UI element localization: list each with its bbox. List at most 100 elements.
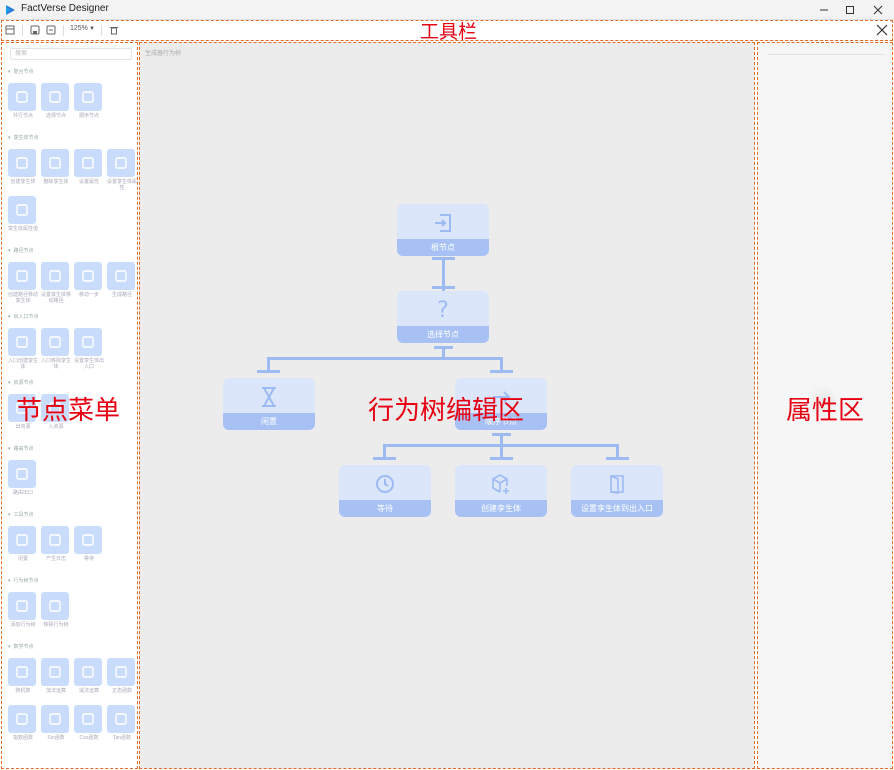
node-icon — [8, 394, 36, 422]
node-menu-item[interactable]: 入口创建孪生体 — [8, 328, 38, 370]
category-header[interactable]: ▾路径节点 — [8, 247, 34, 255]
node-icon — [41, 149, 69, 177]
chevron-down-icon: ▾ — [8, 247, 11, 254]
node-menu-item[interactable]: 指数函数 — [8, 705, 38, 741]
connector — [606, 457, 629, 460]
node-menu-item-label: 设置属性 — [78, 179, 99, 185]
node-menu-item[interactable]: 正态函数 — [107, 658, 137, 694]
node-menu-item[interactable]: Tan函数 — [107, 705, 137, 741]
node-menu-item[interactable]: 设置属性 — [74, 149, 104, 185]
node-menu-item[interactable]: 减法运算 — [74, 658, 104, 694]
tree-node-set-entry[interactable]: 设置孪生体到出入口 — [571, 465, 663, 517]
node-menu-item-label: 出资源 — [15, 424, 31, 430]
node-menu-item-label: 入口创建孪生体 — [8, 358, 39, 370]
node-menu-item-label: Tan函数 — [112, 735, 132, 741]
node-menu-item[interactable]: 移动一步 — [74, 262, 104, 298]
annotation-toolbar: 工具栏 — [420, 21, 478, 43]
connector — [267, 357, 503, 360]
node-icon — [74, 262, 102, 290]
annotation-node-menu: 节点菜单 — [16, 396, 121, 426]
layout-button[interactable] — [4, 24, 16, 36]
node-icon — [41, 83, 69, 111]
category-header[interactable]: ▾行为树节点 — [8, 577, 39, 585]
tree-node-create[interactable]: 创建孪生体 — [455, 465, 547, 517]
node-menu-item-label: 闲置 — [17, 556, 28, 562]
category-header[interactable]: ▾工具节点 — [8, 511, 34, 519]
category-label: 工具节点 — [13, 512, 34, 518]
tree-node-wait[interactable]: 等待 — [339, 465, 431, 517]
node-icon — [74, 328, 102, 356]
category-header[interactable]: ▾数学节点 — [8, 643, 34, 651]
node-icon — [8, 328, 36, 356]
node-menu-item[interactable]: 创建路径移动孪生体 — [8, 262, 38, 304]
node-menu-item[interactable]: 等待 — [74, 526, 104, 562]
node-icon — [41, 658, 69, 686]
category-label: 资源节点 — [13, 380, 34, 386]
node-menu-item-label: 入口移除孪生体 — [41, 358, 72, 370]
node-menu-item-label: 设置孪生体移动路径 — [41, 292, 72, 304]
trash-icon — [110, 27, 118, 35]
category-header[interactable]: ▾复合节点 — [8, 68, 34, 76]
search-input[interactable]: 搜索 — [10, 48, 132, 60]
category-label: 孪生体节点 — [13, 135, 39, 141]
node-menu-item[interactable]: 产生日志 — [41, 526, 71, 562]
node-menu-item[interactable]: 闲置 — [8, 526, 38, 562]
connector — [500, 434, 503, 445]
category-header[interactable]: ▾孪生体节点 — [8, 134, 39, 142]
connector — [432, 286, 455, 289]
tree-node-sequence[interactable]: 顺序节点 — [455, 378, 547, 430]
node-menu-item-label: 并行节点 — [12, 113, 33, 119]
node-menu-item[interactable]: 顺序节点 — [74, 83, 104, 119]
category-header[interactable]: ▾出入口节点 — [8, 313, 39, 321]
save-icon — [30, 25, 40, 35]
close-window-button[interactable] — [864, 0, 892, 20]
tree-node-label: 选择节点 — [397, 326, 489, 343]
tree-node-root[interactable]: 根节点 — [397, 204, 489, 256]
save-button[interactable] — [29, 24, 41, 36]
minimize-button[interactable] — [810, 0, 838, 20]
node-menu-item[interactable]: Cos函数 — [74, 705, 104, 741]
node-menu-item[interactable]: 路由出口 — [8, 460, 38, 496]
node-icon — [8, 196, 36, 224]
canvas-title: 生成器行为树 — [145, 51, 182, 57]
node-menu-item[interactable]: 生成路径 — [107, 262, 137, 298]
save-as-button[interactable] — [45, 24, 57, 36]
node-menu-item-label: 顺序节点 — [78, 113, 99, 119]
category-label: 数学节点 — [13, 644, 34, 650]
node-menu-item[interactable]: 设置孪生体属性 — [107, 149, 137, 191]
close-panel-icon[interactable] — [876, 24, 888, 36]
node-menu-item[interactable]: 加法运算 — [41, 658, 71, 694]
node-menu-item-label: 入资源 — [48, 424, 64, 430]
tree-node-idle[interactable]: 闲置 — [223, 378, 315, 430]
zoom-select[interactable]: 125% — [70, 25, 88, 32]
node-menu-item-label: 设置孪生体出入口 — [74, 358, 105, 370]
category-label: 行为树节点 — [13, 578, 39, 584]
node-menu-item-label: 孪生体属性值 — [8, 226, 39, 232]
category-header[interactable]: ▾资源节点 — [8, 379, 34, 387]
node-menu-item-label: 移动一步 — [78, 292, 99, 298]
node-menu-item[interactable]: 孪生体属性值 — [8, 196, 38, 232]
node-menu-item[interactable]: 出资源 — [8, 394, 38, 430]
node-menu-item[interactable]: Sin函数 — [41, 705, 71, 741]
node-menu-item[interactable]: 并行节点 — [8, 83, 38, 119]
node-menu-item[interactable]: 创建孪生体 — [8, 149, 38, 185]
node-menu-item[interactable]: 删除孪生体 — [41, 149, 71, 185]
node-menu-item[interactable]: 设置孪生体移动路径 — [41, 262, 71, 304]
connector — [500, 444, 503, 458]
node-menu-item[interactable]: 添加行为树 — [8, 592, 38, 628]
maximize-button[interactable] — [836, 0, 864, 20]
chevron-down-icon[interactable]: ▼ — [89, 26, 95, 32]
node-menu-item[interactable]: 移除行为树 — [41, 592, 71, 628]
node-menu-item[interactable]: 随机数 — [8, 658, 38, 694]
node-menu-item[interactable]: 入口移除孪生体 — [41, 328, 71, 370]
delete-button[interactable] — [108, 24, 120, 36]
behavior-tree-canvas[interactable]: 生成器行为树 根节点 ? 选择节点 闲置 顺序节点 等待 创建孪生体 — [139, 42, 755, 769]
connector — [490, 457, 513, 460]
category-label: 路径节点 — [13, 248, 34, 254]
node-menu-item[interactable]: 选择节点 — [41, 83, 71, 119]
category-header[interactable]: ▾路由节点 — [8, 445, 34, 453]
node-icon — [8, 149, 36, 177]
node-menu-item[interactable]: 入资源 — [41, 394, 71, 430]
node-menu-item[interactable]: 设置孪生体出入口 — [74, 328, 104, 370]
tree-node-selector[interactable]: ? 选择节点 — [397, 291, 489, 343]
